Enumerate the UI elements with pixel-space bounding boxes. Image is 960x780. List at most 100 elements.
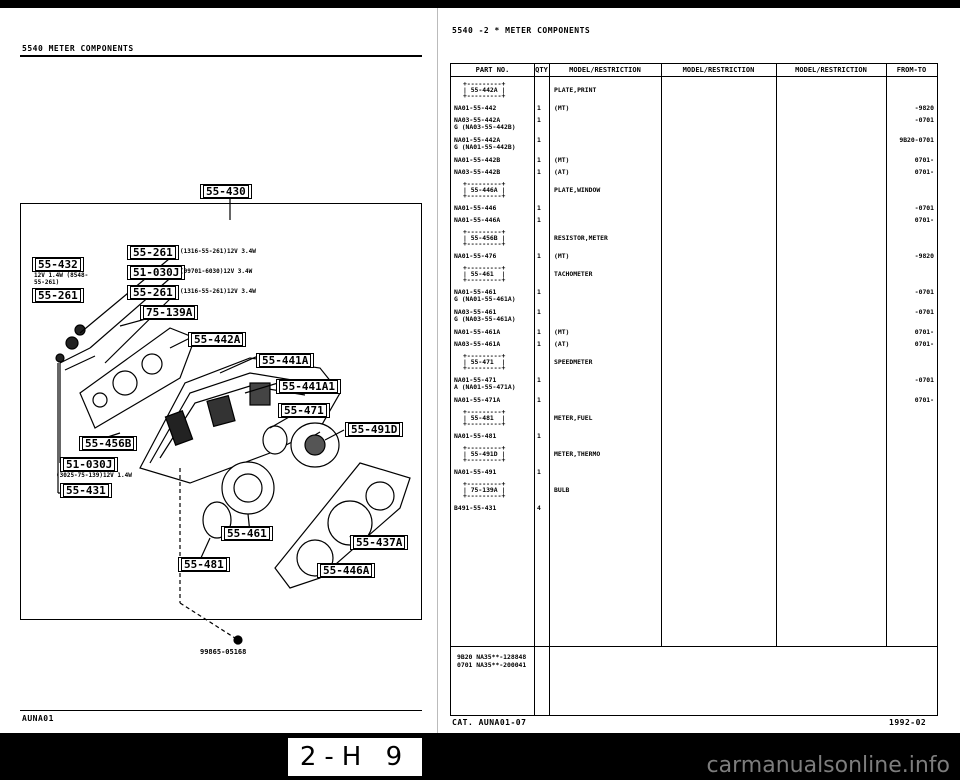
callout-55-446A: 55-446A [317,563,376,578]
table-row-part-no: NA03-55-461A [454,340,501,348]
table-row-description: METER,FUEL [554,414,593,422]
screw-part-number: 99865-05168 [200,648,247,656]
group-header-part: +---------+ | 55-446A | +---------+ [463,180,506,200]
callout-55-442A: 55-442A [188,332,247,347]
table-row-part-no: NA01-55-461 G (NA01-55-461A) [454,288,516,303]
table-row-part-no: NA01-55-471 A (NA01-55-471A) [454,376,516,391]
callout-51-030J-a-note: (99701-6030)12V 3.4W [180,268,253,275]
group-header-part: +---------+ | 55-461 | +---------+ [463,264,506,284]
table-row-part-no: NA01-55-442B [454,156,501,164]
footnote-9b20: 9B20 NA35**-128848 [457,653,527,661]
table-row-from-to: 0701- [914,168,934,176]
table-row-from-to: -0701 [914,376,934,384]
table-row-qty: 1 [537,396,541,404]
table-row-from-to: 0701- [914,396,934,404]
callout-55-261-a-note: (1316-55-261)12V 3.4W [180,248,256,255]
table-row-from-to: -9820 [914,104,934,112]
callout-75-139A: 75-139A [140,305,199,320]
table-row-description: (AT) [554,340,570,348]
table-row-part-no: NA03-55-442A G (NA03-55-442B) [454,116,516,131]
table-row-qty: 1 [537,308,541,316]
table-row-description: RESISTOR,METER [554,234,608,242]
table-row-part-no: NA03-55-442B [454,168,501,176]
date-label: 1992-02 [889,718,927,727]
left-section-header: 5540 METER COMPONENTS [22,44,134,53]
group-header-part: +---------+ | 55-456B | +---------+ [463,228,506,248]
table-row-from-to: -0701 [914,116,934,124]
group-header-part: +---------+ | 55-471 | +---------+ [463,352,506,372]
group-header-part: +---------+ | 55-481 | +---------+ [463,408,506,428]
table-row-qty: 1 [537,156,541,164]
table-row-qty: 1 [537,288,541,296]
exploded-view-frame [20,203,422,620]
callout-55-481: 55-481 [178,557,230,572]
table-row-part-no: NA01-55-442A G (NA01-55-442B) [454,136,516,151]
table-row-qty: 1 [537,204,541,212]
catalog-page: 5540 METER COMPONENTS 5540 -2 * METER CO… [0,8,960,733]
table-row-from-to: -0701 [914,308,934,316]
callout-55-456B: 55-456B [79,436,138,451]
table-row-description: BULB [554,486,570,494]
table-row-part-no: B491-55-431 [454,504,497,512]
table-row-qty: 1 [537,468,541,476]
table-row-qty: 1 [537,116,541,124]
table-row-description: (MT) [554,104,570,112]
footnote-0701: 0701 NA35**-200041 [457,661,527,669]
header-rule [451,76,937,77]
table-row-description: PLATE,WINDOW [554,186,601,194]
callout-55-261-b-note: (1316-55-261)12V 3.4W [180,288,256,295]
table-row-part-no: NA01-55-442 [454,104,497,112]
table-row-qty: 1 [537,432,541,440]
model-code: AUNA01 [22,714,54,723]
table-row-qty: 1 [537,376,541,384]
col-header-model-1: MODEL/RESTRICTION [569,66,641,74]
table-row-description: TACHOMETER [554,270,593,278]
callout-55-432: 55-432 [32,257,84,272]
col-header-model-3: MODEL/RESTRICTION [795,66,867,74]
table-row-from-to: -0701 [914,204,934,212]
callout-55-430: 55-430 [200,184,252,199]
callout-55-432-note: 12V 1.4W (8548-55-261) [34,272,89,286]
callout-55-461: 55-461 [221,526,273,541]
table-row-part-no: NA01-55-461A [454,328,501,336]
table-row-part-no: NA01-55-481 [454,432,497,440]
callout-55-471: 55-471 [278,403,330,418]
table-row-part-no: NA01-55-446A [454,216,501,224]
col-header-from-to: FROM-TO [896,66,927,74]
table-row-description: (MT) [554,252,570,260]
callout-55-491D: 55-491D [345,422,404,437]
callout-55-431: 55-431 [60,483,112,498]
callout-55-261-b: 55-261 [127,285,179,300]
table-row-from-to: 9B20-0701 [899,136,934,144]
watermark: carmanualsonline.info [706,753,950,778]
callout-51-030J-a: 51-030J [127,265,186,280]
table-row-from-to: 0701- [914,328,934,336]
footer-rule [451,646,937,647]
callout-55-261-a: 55-261 [127,245,179,260]
callout-55-437A: 55-437A [350,535,409,550]
group-header-part: +---------+ | 75-139A | +---------+ [463,480,506,500]
table-row-qty: 1 [537,104,541,112]
table-row-part-no: NA01-55-476 [454,252,497,260]
table-row-part-no: NA01-55-491 [454,468,497,476]
callout-51-030J-b-note: (3025-75-139)12V 1.4W [56,472,132,479]
group-header-part: +---------+ | 55-491D | +---------+ [463,444,506,464]
table-row-description: METER,THERMO [554,450,601,458]
left-header-rule [20,55,422,57]
table-row-description: (AT) [554,168,570,176]
table-row-from-to: -9820 [914,252,934,260]
col-header-part-no: PART NO. [475,66,510,74]
parts-table: PART NO. QTY MODEL/RESTRICTION MODEL/RES… [450,63,938,716]
right-section-header: 5540 -2 * METER COMPONENTS [452,26,591,35]
table-row-qty: 4 [537,504,541,512]
table-row-part-no: NA03-55-461 G (NA03-55-461A) [454,308,516,323]
table-row-description: (MT) [554,156,570,164]
table-row-description: (MT) [554,328,570,336]
table-row-qty: 1 [537,168,541,176]
page-gutter [437,8,438,733]
table-row-from-to: 0701- [914,216,934,224]
table-row-from-to: 0701- [914,156,934,164]
callout-55-261-c: 55-261 [32,288,84,303]
page-number-badge: 2-H 9 [288,738,422,776]
catalog-label: CAT. AUNA01-07 [452,718,527,727]
